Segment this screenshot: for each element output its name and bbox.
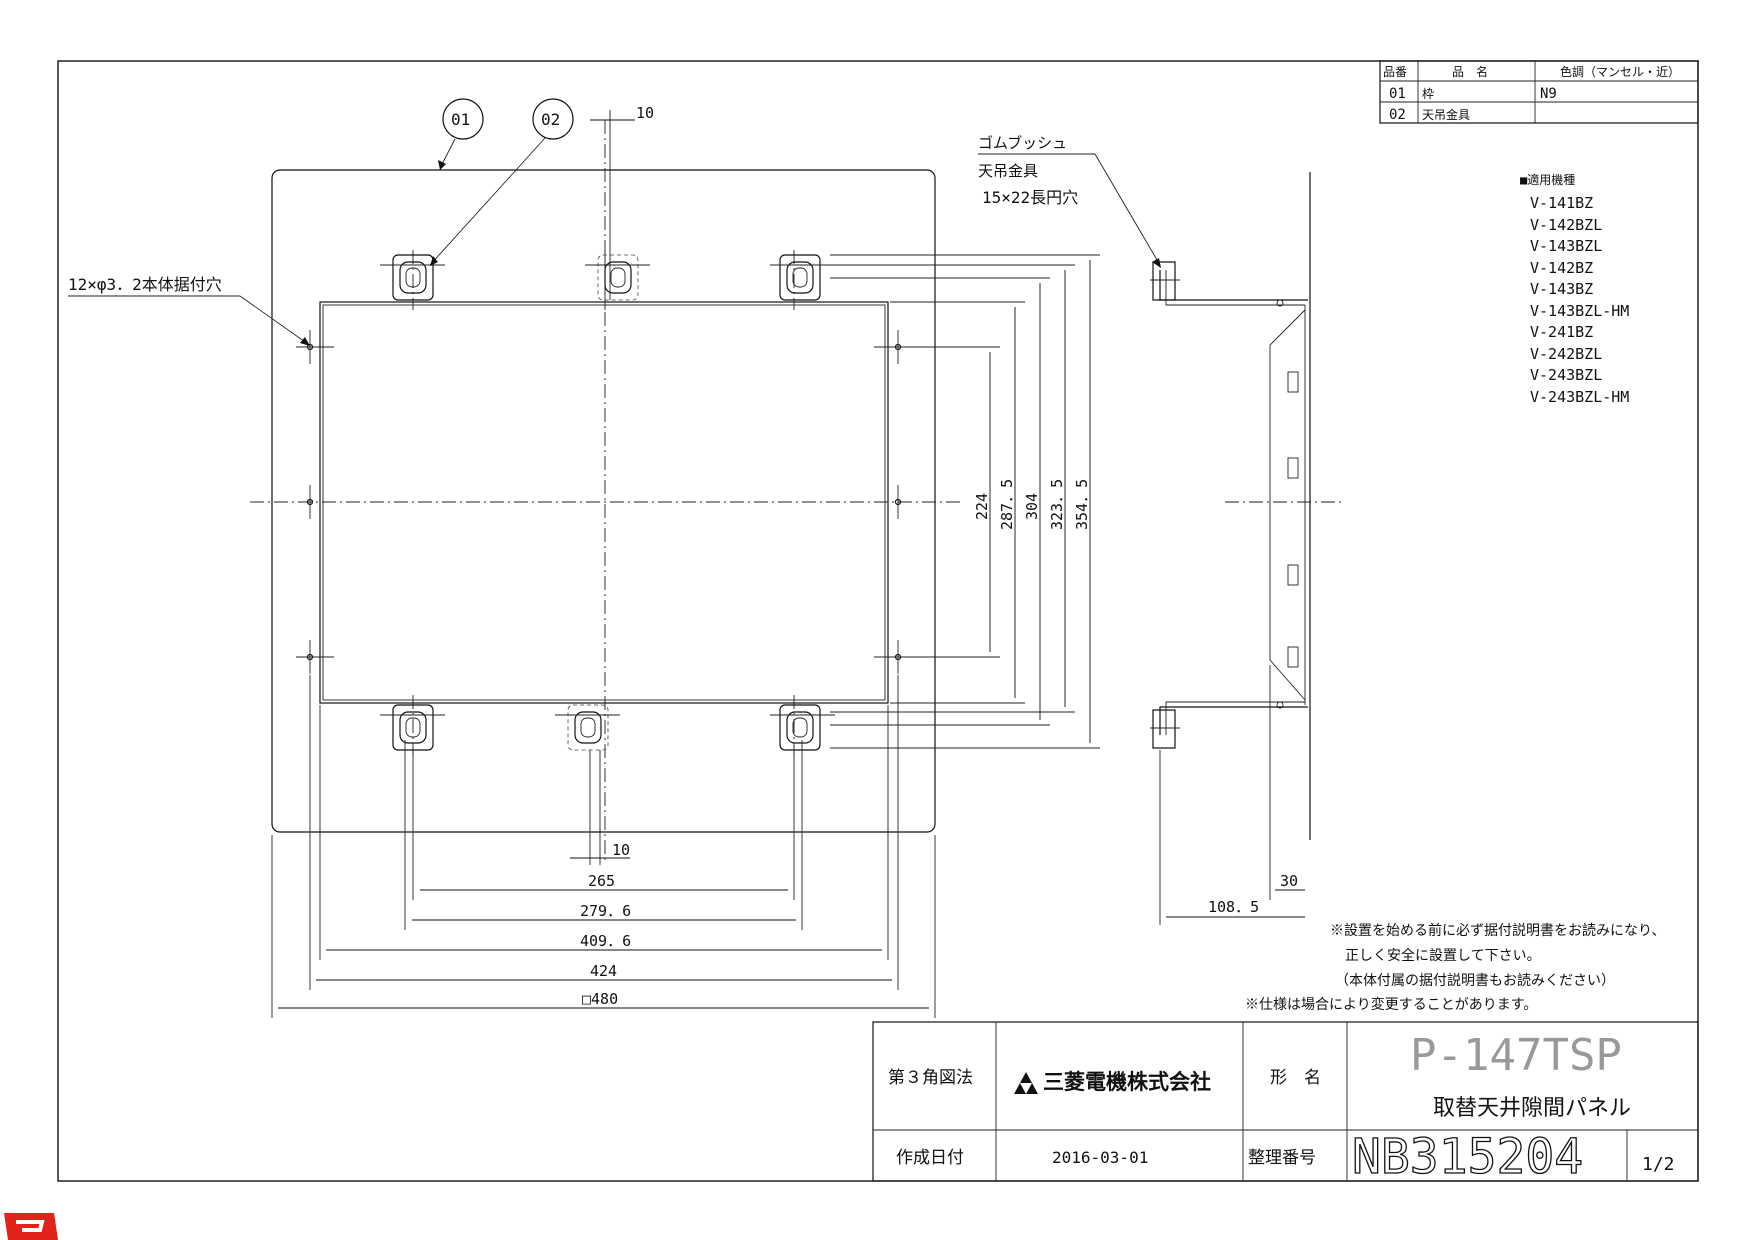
note-line-3: （本体付属の据付説明書もお読みください） (1335, 972, 1615, 989)
part-balloon-02-label: 02 (541, 110, 560, 129)
hanger-callout: 天吊金具 (978, 162, 1038, 180)
parts-row-2-name: 天吊金具 (1422, 107, 1470, 122)
dim-30: 30 (1280, 872, 1298, 890)
sheet-number: 1/2 (1642, 1154, 1675, 1175)
models-heading: ■適用機種 (1520, 172, 1575, 187)
dim-287-5: 287．5 (998, 479, 1016, 530)
parts-row-1-name: 枠 (1422, 87, 1434, 101)
model-item: V-142BZL (1530, 216, 1602, 234)
front-view: 01 02 10 12×φ3．2本体据付穴 265 279．6 409．6 42… (68, 98, 1100, 1018)
rubber-bush-bottom (1152, 709, 1176, 749)
slot-callout: 15×22長円穴 (982, 188, 1078, 207)
dim-279-6: 279．6 (580, 902, 631, 920)
hanger-bracket-bottom-center (555, 704, 620, 751)
inner-body (319, 301, 889, 704)
date-label: 作成日付 (896, 1148, 964, 1168)
brand-logo-icon (4, 1213, 58, 1240)
applicable-models: ■適用機種 V-141BZ V-142BZL V-143BZL V-142BZ … (1520, 172, 1629, 406)
hanger-bracket-top-left (380, 254, 445, 301)
title-block: 第３角図法 三菱電機株式会社 形 名 P-147TSP 取替天井隙間パネル 作成… (872, 1021, 1699, 1186)
hanger-bracket-bottom-right (770, 704, 835, 751)
dim-bottom-10: 10 (612, 841, 630, 859)
side-view: ゴムブッシュ 天吊金具 15×22長円穴 30 108．5 (978, 134, 1345, 925)
parts-header-color: 色調（マンセル・近） (1560, 65, 1680, 79)
parts-row-1-no: 01 (1389, 86, 1406, 102)
dim-409-6: 409．6 (580, 932, 631, 950)
rubber-bush-top (1152, 261, 1176, 301)
hanger-bracket-top-right (770, 254, 835, 301)
parts-row-2-no: 02 (1389, 107, 1406, 123)
dim-224: 224 (973, 493, 991, 520)
notes: ※設置を始める前に必ず据付説明書をお読みになり、 正しく安全に設置して下さい。 … (1245, 922, 1665, 1013)
note-line-4: ※仕様は場合により変更することがあります。 (1245, 996, 1537, 1013)
model-item: V-143BZL-HM (1530, 302, 1629, 320)
drawing-number: NB315204 (1352, 1129, 1583, 1185)
parts-row-1-color: N9 (1540, 86, 1557, 102)
model-item: V-141BZ (1530, 194, 1593, 212)
product-name: 取替天井隙間パネル (1433, 1096, 1631, 1121)
model-item: V-143BZ (1530, 280, 1593, 298)
drawing-number-label: 整理番号 (1248, 1148, 1316, 1168)
dim-108-5: 108．5 (1208, 898, 1259, 916)
sheet-border (57, 60, 1699, 1182)
model-item: V-243BZL (1530, 366, 1602, 384)
dim-480: □480 (582, 990, 618, 1008)
company-name: 三菱電機株式会社 (1043, 1070, 1211, 1094)
part-balloon-02 (532, 98, 574, 140)
holes-callout: 12×φ3．2本体据付穴 (68, 275, 222, 294)
dim-424: 424 (590, 962, 617, 980)
part-balloon-01 (442, 98, 484, 140)
dim-304: 304 (1023, 493, 1041, 520)
dim-354-5: 354．5 (1073, 479, 1091, 530)
mitsubishi-logo (1014, 1072, 1038, 1094)
note-line-1: ※設置を始める前に必ず据付説明書をお読みになり、 (1330, 922, 1665, 939)
parts-header-no: 品番 (1383, 65, 1407, 79)
model-number: P-147TSP (1410, 1030, 1622, 1081)
model-item: V-242BZL (1530, 345, 1602, 363)
mounting-holes (296, 330, 912, 674)
note-line-2: 正しく安全に設置して下さい。 (1345, 947, 1541, 964)
hanger-bracket-top-center (585, 254, 650, 301)
model-item: V-142BZ (1530, 259, 1593, 277)
model-item: V-241BZ (1530, 323, 1593, 341)
created-date: 2016-03-01 (1052, 1148, 1148, 1167)
parts-table: 品番 品 名 色調（マンセル・近） 01 枠 N9 02 天吊金具 (1379, 60, 1699, 124)
parts-header-name: 品 名 (1452, 64, 1488, 79)
model-item: V-143BZL (1530, 237, 1602, 255)
model-label: 形 名 (1270, 1068, 1321, 1088)
part-balloon-01-label: 01 (451, 110, 470, 129)
dim-265: 265 (588, 872, 615, 890)
outer-frame-480 (271, 169, 936, 833)
hanger-bracket-bottom-left (380, 704, 445, 751)
dim-323-5: 323．5 (1048, 479, 1066, 530)
dim-top-10: 10 (636, 104, 654, 122)
rubber-bush-callout: ゴムブッシュ (978, 134, 1067, 152)
model-item: V-243BZL-HM (1530, 388, 1629, 406)
projection-label: 第３角図法 (888, 1068, 973, 1088)
